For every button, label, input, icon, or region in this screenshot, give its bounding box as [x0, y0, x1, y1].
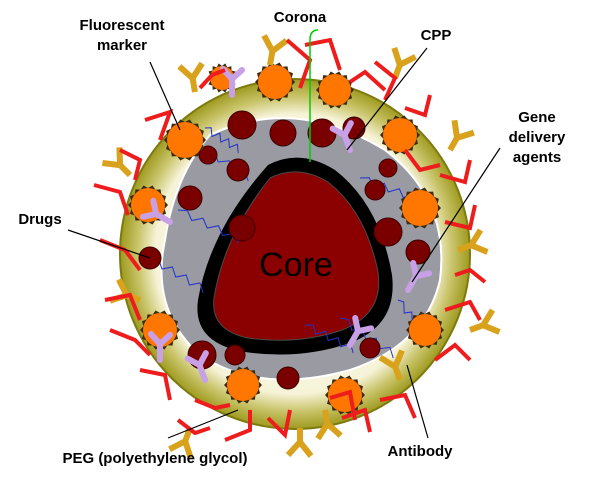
- peg-chain: [433, 342, 472, 362]
- peg-chain: [198, 68, 226, 90]
- antibody: [285, 428, 314, 458]
- antibody: [102, 147, 133, 178]
- label-core: Core: [259, 246, 333, 284]
- antibody: [315, 409, 343, 441]
- drug: [378, 158, 398, 178]
- label-drugs: Drugs: [18, 211, 61, 228]
- drug: [224, 344, 246, 366]
- peg-chain: [104, 292, 142, 321]
- fluorescent-marker: [402, 190, 438, 226]
- fluorescent-marker: [227, 369, 259, 401]
- drug: [359, 337, 381, 359]
- peg-chain: [404, 94, 432, 118]
- core: [213, 171, 380, 341]
- fluorescent-marker: [258, 65, 292, 99]
- antibody: [378, 349, 405, 382]
- antibody: [261, 34, 289, 66]
- drug: [405, 239, 431, 265]
- drug: [228, 214, 256, 242]
- gene-pointer: [411, 147, 501, 283]
- label-gene-1: Gene: [518, 109, 556, 126]
- peg-chain: [144, 108, 174, 141]
- fluorescent-pointer: [149, 61, 181, 131]
- peg-chain: [444, 299, 482, 321]
- drugs-pointer: [67, 229, 151, 259]
- cpp: [347, 314, 375, 348]
- drug: [373, 217, 403, 247]
- label-gene-3: agents: [513, 149, 561, 166]
- antibody-pointer: [406, 364, 429, 439]
- drug: [269, 119, 297, 147]
- peg-pointer: [167, 409, 239, 439]
- cpp-pointer: [346, 47, 428, 151]
- label-corona: Corona: [274, 9, 327, 26]
- cpp: [148, 331, 173, 363]
- fluorescent-marker: [383, 118, 417, 152]
- cpp: [139, 197, 173, 225]
- peg-chain: [176, 418, 211, 436]
- peg-chain: [224, 410, 252, 442]
- antibody: [468, 308, 501, 335]
- antibody: [391, 46, 417, 80]
- peg-chain: [403, 148, 441, 173]
- peg-chain: [329, 389, 357, 421]
- corona-pointer: [309, 29, 319, 162]
- peg-chain: [119, 148, 143, 181]
- cpp: [184, 350, 209, 383]
- drug: [198, 145, 218, 165]
- drug: [307, 118, 337, 148]
- peg-chain: [266, 409, 292, 440]
- peg-chain: [139, 368, 172, 401]
- label-antibody: Antibody: [388, 443, 454, 460]
- peg-chain: [93, 183, 130, 216]
- drug: [364, 179, 386, 201]
- peg-chain: [109, 328, 152, 357]
- peg-chain: [194, 398, 231, 411]
- fluorescent-marker: [167, 122, 203, 158]
- peg-chain: [439, 159, 472, 185]
- peg-chain: [454, 267, 487, 284]
- gene-agent: [204, 127, 239, 154]
- fluorescent-marker: [409, 314, 441, 346]
- fluorescent-marker: [319, 74, 351, 106]
- label-fluorescent-marker-2: marker: [97, 37, 147, 54]
- label-cpp: CPP: [421, 27, 452, 44]
- antibody: [456, 228, 489, 255]
- peg-chain: [348, 69, 387, 92]
- pointer-lines: [67, 47, 501, 439]
- drug: [276, 366, 300, 390]
- peg-chain: [304, 37, 342, 71]
- peg-chain: [444, 204, 477, 231]
- peg-chain: [379, 392, 417, 419]
- label-peg: PEG (polyethylene glycol): [62, 450, 247, 467]
- components-layer: [93, 34, 501, 460]
- peg-chain: [373, 60, 398, 101]
- peg-chain: [341, 407, 372, 433]
- drug: [226, 158, 250, 182]
- drug: [177, 185, 203, 211]
- label-gene-2: delivery: [509, 129, 566, 146]
- label-fluorescent-marker-1: Fluorescent: [79, 17, 164, 34]
- drug: [227, 110, 257, 140]
- antibody: [177, 61, 205, 93]
- antibody: [447, 119, 475, 152]
